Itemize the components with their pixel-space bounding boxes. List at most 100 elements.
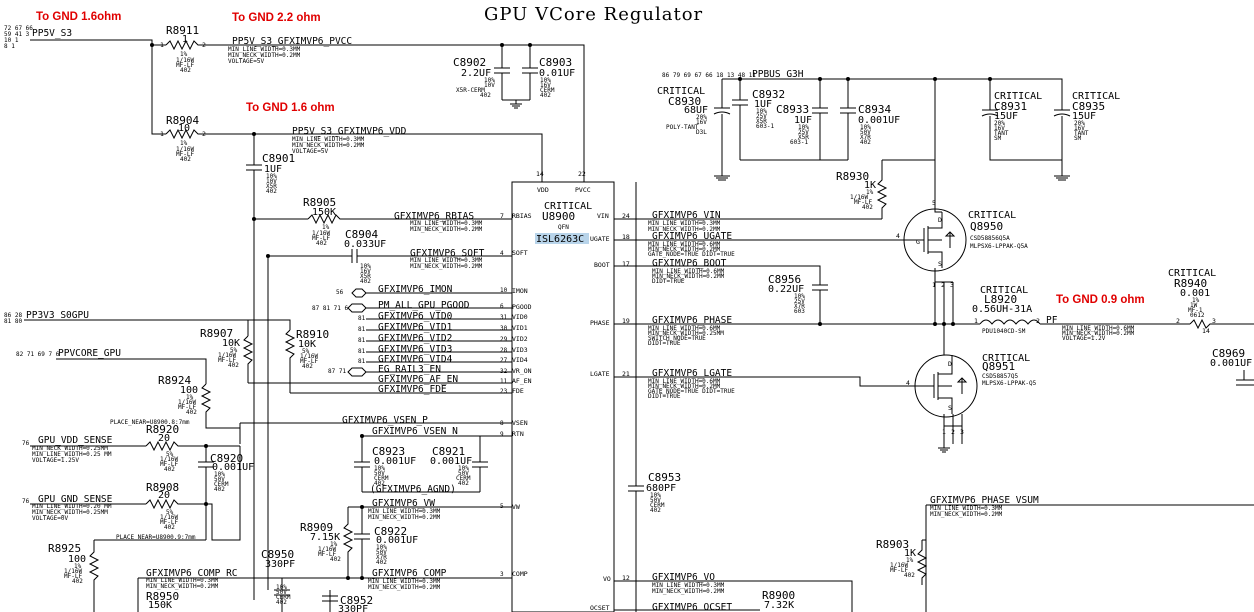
svg-text:10%: 10%: [540, 77, 551, 84]
vw-net: GFXIMVP6_VW MIN_LINE_WIDTH=0.3MM MIN_NEC…: [300, 498, 512, 578]
svg-text:402: 402: [266, 188, 277, 195]
svg-text:VSEN: VSEN: [512, 419, 528, 427]
svg-text:VID0: VID0: [512, 313, 528, 321]
svg-text:7.15K: 7.15K: [310, 532, 340, 543]
svg-text:MF-LF: MF-LF: [160, 461, 178, 468]
resistor-r8930: R8930 1K 1% 1/16W MF-LF 402: [836, 159, 935, 219]
svg-text:10%: 10%: [374, 465, 385, 472]
svg-text:MIN_LINE_WIDTH=0.3MM: MIN_LINE_WIDTH=0.3MM: [652, 582, 725, 589]
svg-text:10%: 10%: [458, 465, 469, 472]
svg-text:R8950: R8950: [146, 590, 179, 603]
svg-text:25V: 25V: [794, 298, 805, 305]
svg-text:GFXIMVP6_RBIAS: GFXIMVP6_RBIAS: [394, 211, 474, 222]
svg-text:C8901: C8901: [262, 152, 295, 165]
svg-text:MF-1: MF-1: [1188, 307, 1203, 314]
svg-text:402: 402: [376, 559, 387, 566]
capacitor-c8930: CRITICAL C8930 68UF 20% 16V POLY-TANT D3…: [657, 86, 731, 181]
svg-text:PLACE_NEAR=U8900.9:7mm: PLACE_NEAR=U8900.9:7mm: [116, 534, 196, 541]
svg-text:GFXIMVP6_VSEN_N: GFXIMVP6_VSEN_N: [372, 426, 458, 437]
svg-text:VOLTAGE=1.2V: VOLTAGE=1.2V: [1062, 335, 1106, 342]
svg-text:10K: 10K: [298, 339, 316, 350]
comp-net: GFXIMVP6_COMP MIN_LINE_WIDTH=0.3MM MIN_N…: [137, 548, 512, 612]
svg-text:R8907: R8907: [200, 327, 233, 340]
svg-text:C8931: C8931: [994, 100, 1027, 113]
pp3v3-rail: PP3V3_S0GPU: [24, 310, 291, 336]
svg-text:50V: 50V: [860, 129, 871, 136]
svg-text:1/16W: 1/16W: [890, 562, 908, 569]
svg-text:R8908: R8908: [146, 481, 179, 494]
svg-text:3: 3: [950, 281, 954, 289]
svg-text:87 81 71 6: 87 81 71 6: [312, 305, 349, 312]
svg-text:VR_ON: VR_ON: [512, 367, 532, 375]
svg-text:MIN_LINE_WIDTH=0.20 MM: MIN_LINE_WIDTH=0.20 MM: [32, 503, 112, 510]
svg-text:5: 5: [932, 199, 936, 207]
svg-text:1: 1: [932, 281, 936, 289]
svg-text:MIN_NECK_WIDTH=0.2MM: MIN_NECK_WIDTH=0.2MM: [368, 514, 441, 521]
svg-text:603-1: 603-1: [756, 123, 774, 130]
svg-text:10%: 10%: [756, 108, 767, 115]
svg-text:TANT: TANT: [1074, 130, 1089, 137]
svg-text:1%: 1%: [330, 541, 338, 548]
svg-text:81: 81: [358, 337, 366, 344]
svg-text:1/16W: 1/16W: [160, 514, 178, 521]
svg-text:2: 2: [941, 281, 945, 289]
svg-text:VID2: VID2: [512, 335, 528, 343]
svg-text:10%: 10%: [650, 492, 661, 499]
svg-text:MLPSX6-LPPAK-Q5A: MLPSX6-LPPAK-Q5A: [970, 243, 1028, 250]
svg-text:GPU_VDD_SENSE: GPU_VDD_SENSE: [38, 435, 113, 446]
svg-text:2: 2: [1176, 317, 1180, 325]
svg-text:MIN_NECK_WIDTH=0.2MM: MIN_NECK_WIDTH=0.2MM: [648, 226, 721, 233]
svg-text:402: 402: [228, 362, 239, 369]
svg-text:10%: 10%: [276, 584, 287, 591]
svg-text:402: 402: [180, 156, 191, 163]
svg-text:0612: 0612: [1190, 312, 1205, 319]
svg-text:R8911: R8911: [166, 24, 199, 37]
svg-text:C8932: C8932: [752, 88, 785, 101]
svg-text:402: 402: [540, 92, 551, 99]
ppbus-rail: PPBUS_G3H: [721, 69, 1063, 195]
svg-text:50V: 50V: [214, 476, 225, 483]
svg-text:RBIAS: RBIAS: [512, 212, 532, 220]
svg-text:6: 6: [500, 303, 504, 310]
svg-text:402: 402: [302, 363, 313, 370]
svg-text:MIN_NECK_WIDTH=0.2MM: MIN_NECK_WIDTH=0.2MM: [368, 584, 441, 591]
svg-text:RTN: RTN: [512, 430, 524, 438]
pvcc-net: PP5V_S3_GFXIMVP6_PVCC MIN_LINE_WIDTH=0.3…: [210, 36, 586, 182]
soft-net: C8904 0.033UF 10% 16V X5R 402 GFXIMVP6_S…: [266, 228, 512, 590]
svg-text:MIN_NECK_WIDTH=0.2MM: MIN_NECK_WIDTH=0.2MM: [292, 142, 365, 149]
svg-text:CERM: CERM: [540, 87, 555, 94]
svg-text:GFXIMVP6_VW: GFXIMVP6_VW: [372, 498, 435, 509]
svg-text:PHASE: PHASE: [590, 319, 610, 327]
svg-text:330PF: 330PF: [338, 604, 368, 612]
svg-text:VID3: VID3: [512, 346, 528, 354]
svg-text:10V: 10V: [484, 82, 495, 89]
svg-text:G: G: [916, 238, 920, 246]
svg-text:MIN_LINE_WIDTH=0.6MM: MIN_LINE_WIDTH=0.6MM: [648, 378, 721, 385]
svg-text:402: 402: [650, 507, 661, 514]
svg-text:402: 402: [276, 599, 287, 606]
svg-text:402: 402: [316, 240, 327, 247]
svg-text:81 80: 81 80: [4, 318, 22, 325]
svg-text:MIN_NECK_WIDTH=0.2MM: MIN_NECK_WIDTH=0.2MM: [410, 226, 483, 233]
svg-text:VID1: VID1: [512, 324, 528, 332]
svg-text:30: 30: [500, 325, 508, 332]
svg-text:MIN_LINE_WIDTH=0.25 MM: MIN_LINE_WIDTH=0.25 MM: [32, 451, 112, 458]
svg-text:DIDT=TRUE: DIDT=TRUE: [652, 278, 685, 285]
svg-text:680PF: 680PF: [646, 483, 676, 494]
svg-text:10: 10: [500, 287, 508, 294]
svg-text:2: 2: [951, 428, 955, 436]
svg-text:1/16W: 1/16W: [64, 568, 82, 575]
svg-text:402: 402: [186, 409, 197, 416]
vin-net: GFXIMVP6_VIN MIN_LINE_WIDTH=0.3MM MIN_NE…: [614, 210, 882, 233]
svg-text:0.001UF: 0.001UF: [858, 115, 900, 126]
svg-text:VOLTAGE=5V: VOLTAGE=5V: [292, 148, 329, 155]
svg-text:OCSET: OCSET: [590, 604, 610, 612]
svg-text:MIN_NECK_WIDTH=0.25MM: MIN_NECK_WIDTH=0.25MM: [32, 509, 108, 516]
svg-text:PLACE_NEAR=U8900.8:7mm: PLACE_NEAR=U8900.8:7mm: [110, 419, 190, 426]
svg-text:1/16W: 1/16W: [176, 57, 194, 64]
svg-text:VW: VW: [512, 503, 520, 511]
svg-text:EG_RAIL3_EN: EG_RAIL3_EN: [378, 364, 441, 375]
svg-text:D: D: [938, 216, 942, 224]
svg-text:0.001: 0.001: [1180, 288, 1210, 299]
svg-text:11: 11: [500, 378, 508, 385]
